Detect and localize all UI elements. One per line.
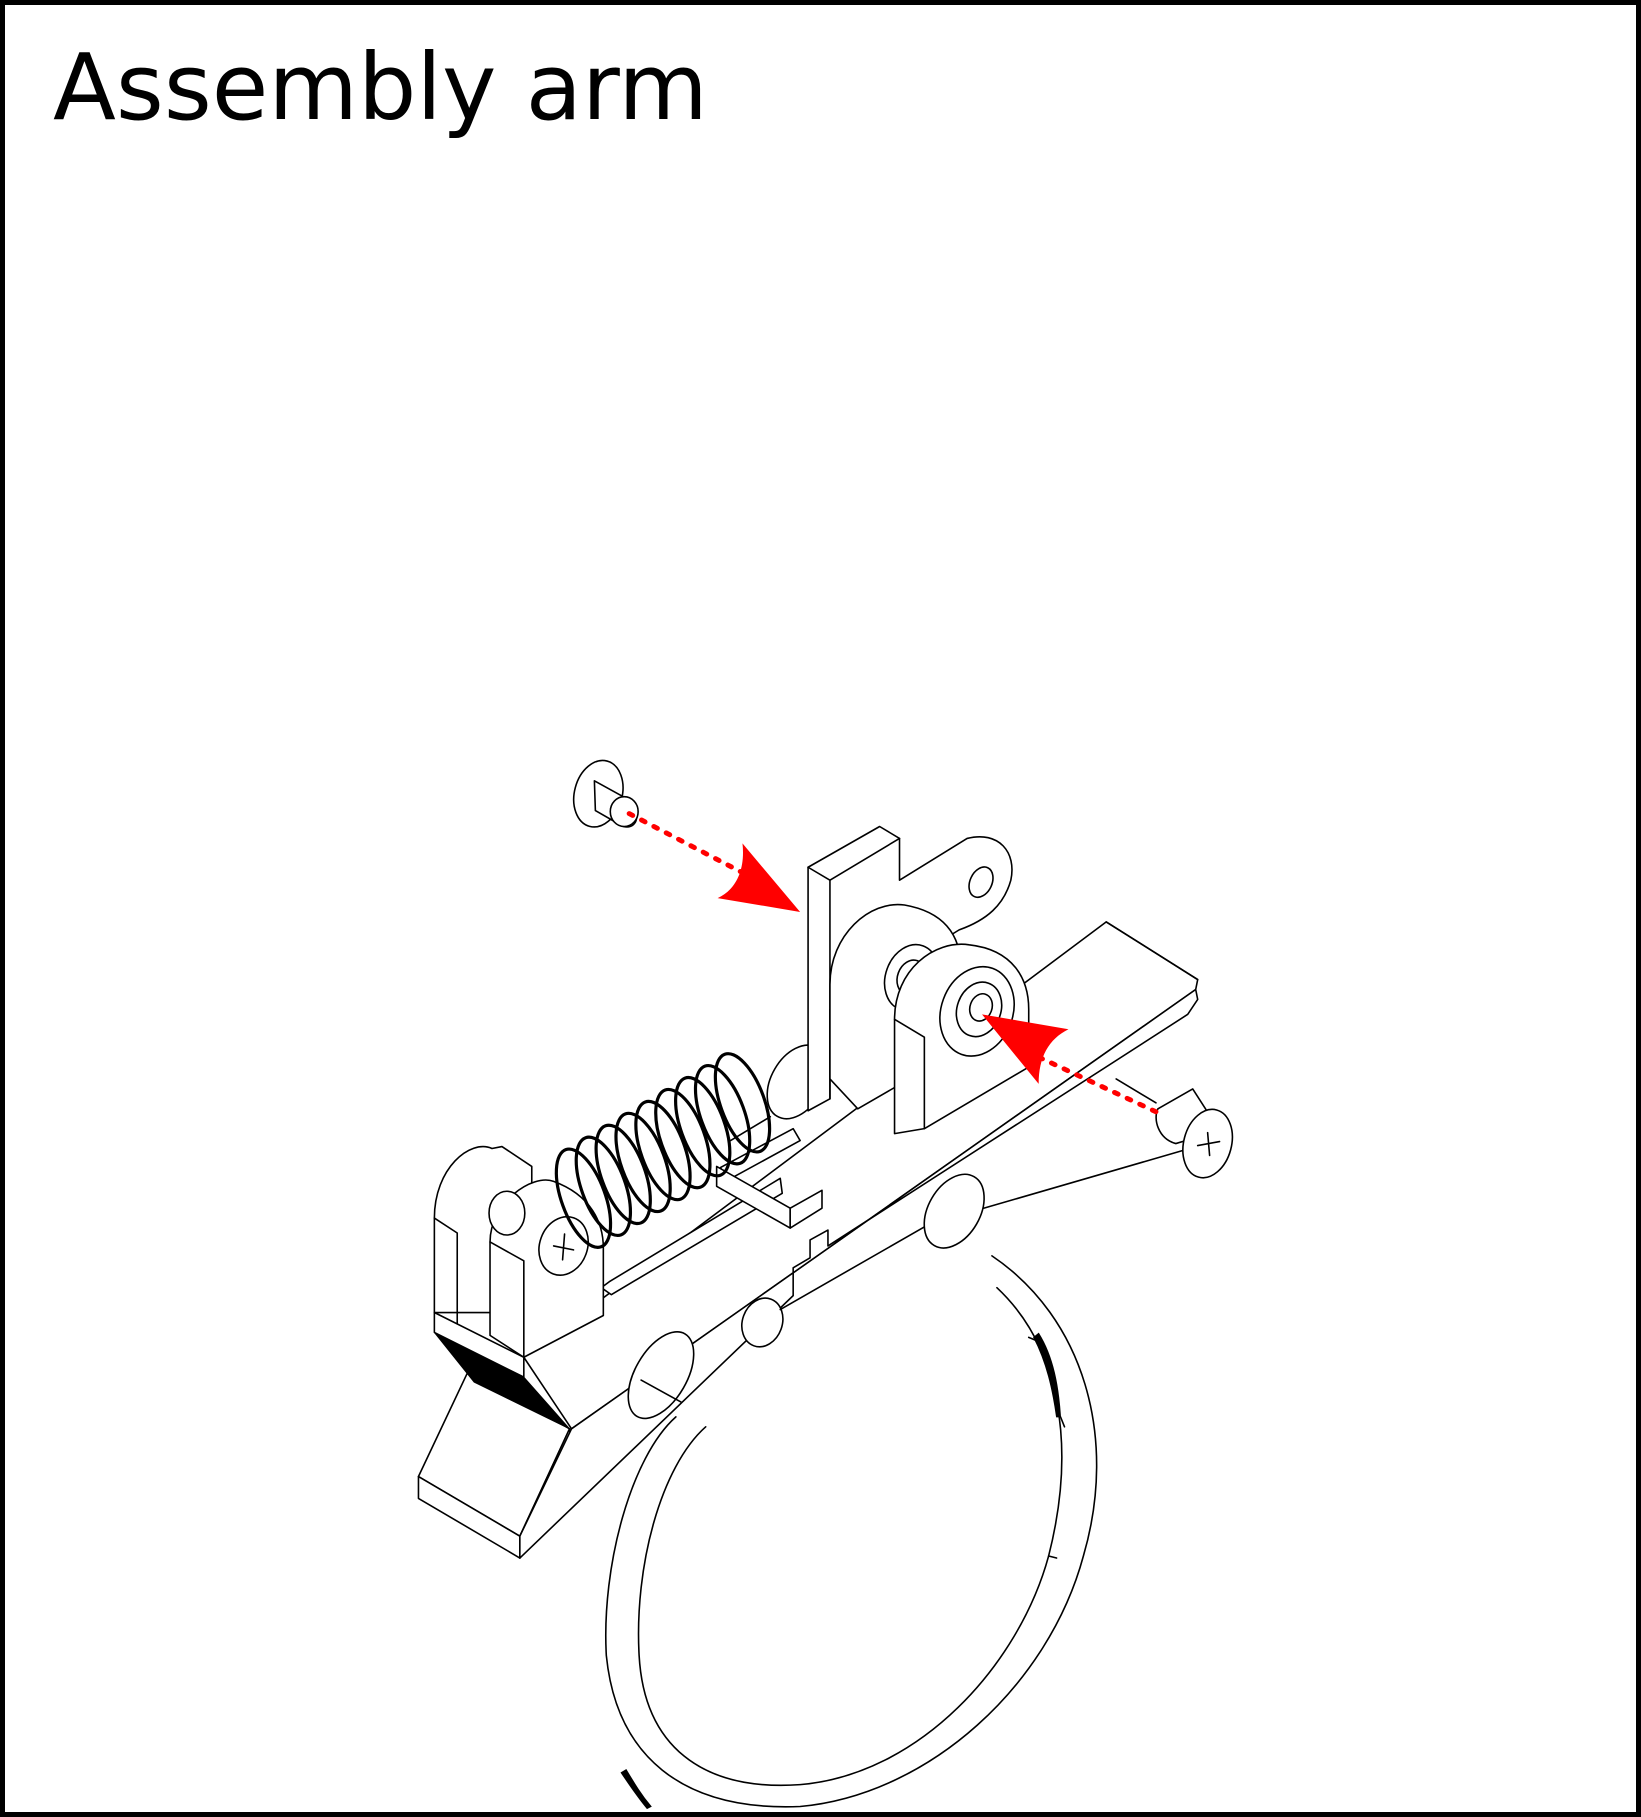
right-screw — [1115, 1078, 1234, 1179]
assembly-arrows — [626, 811, 1159, 1115]
diagram-title: Assembly arm — [53, 34, 708, 141]
left-pin — [572, 759, 639, 828]
left-pin-arrow — [626, 811, 748, 877]
ring — [604, 1255, 1098, 1810]
arrow-icon — [982, 1014, 1069, 1084]
assembly-drawing — [417, 759, 1234, 1810]
base-jaw — [417, 921, 1199, 1559]
rear-clevis — [433, 1145, 605, 1378]
arrow-icon — [717, 843, 801, 912]
pivot-bracket — [807, 825, 1030, 1135]
